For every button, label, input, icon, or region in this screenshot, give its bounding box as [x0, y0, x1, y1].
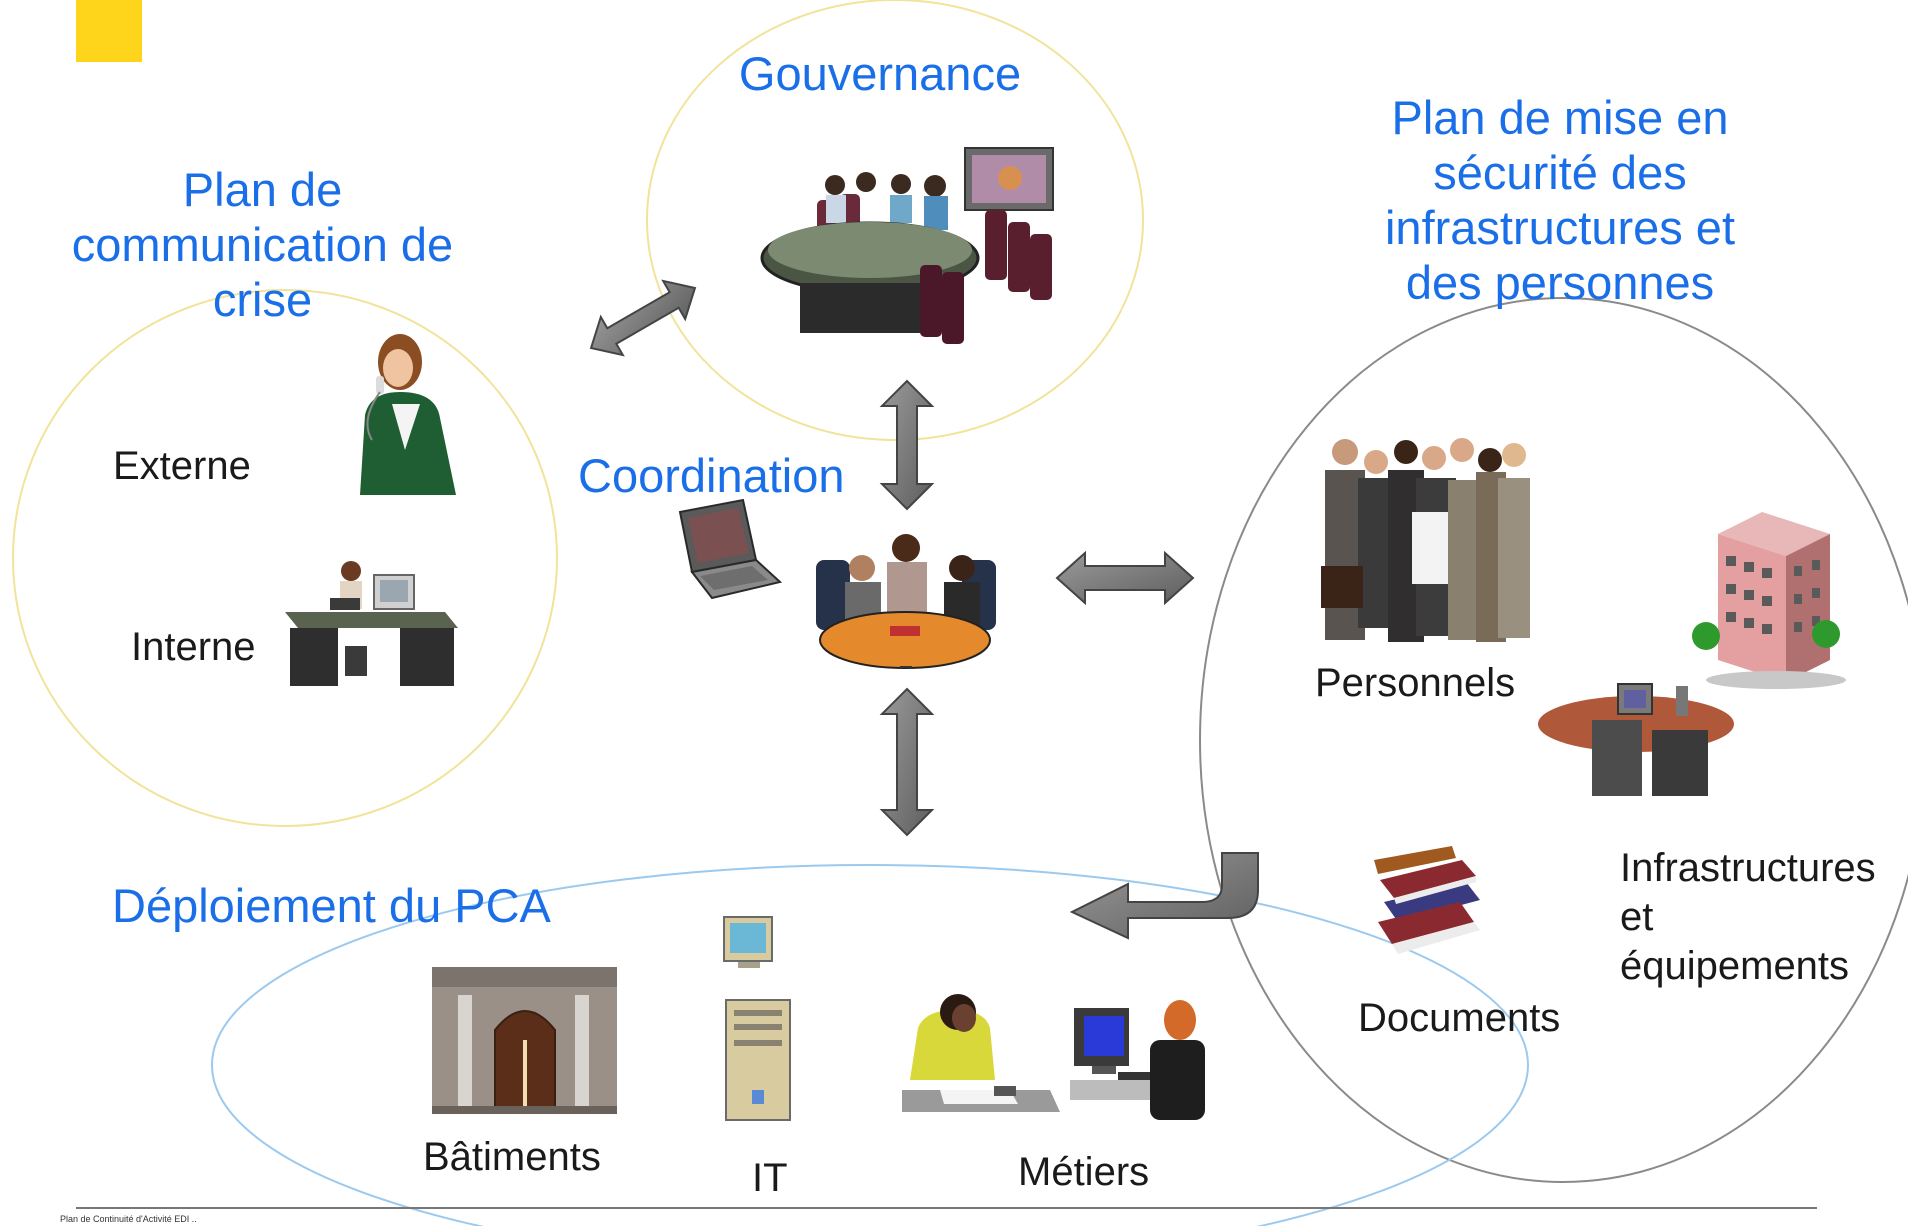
footer-text: Plan de Continuité d'Activité EDI ..	[60, 1214, 197, 1224]
computer-tower-icon	[723, 916, 791, 1121]
externe-label: Externe	[113, 444, 251, 488]
metiers-label: Métiers	[1018, 1150, 1150, 1194]
batiments-label: Bâtiments	[423, 1135, 601, 1179]
communication-title-line: Plan de	[182, 163, 343, 216]
infrastructures-label-line: et	[1620, 895, 1654, 939]
security-title: Plan de mise en sécurité des infrastruct…	[1330, 94, 1790, 306]
security-title-line: sécurité des	[1433, 146, 1687, 199]
double-arrow-vertical-top	[879, 379, 935, 511]
workstation-desk-icon	[1538, 683, 1734, 796]
coordination-title: Coordination	[578, 449, 845, 502]
personnels-label: Personnels	[1315, 661, 1516, 705]
infrastructures-label-line: Infrastructures	[1620, 846, 1876, 890]
documents-label: Documents	[1358, 996, 1561, 1040]
books-icon	[1374, 846, 1480, 954]
double-arrow-horizontal	[1055, 550, 1195, 606]
office-desk-icon	[285, 561, 458, 686]
security-title-line: Plan de mise en	[1391, 91, 1729, 144]
security-circle	[1199, 297, 1908, 1183]
communication-title: Plan de communication de crise	[40, 166, 485, 323]
coordination-meeting-icon	[816, 534, 996, 669]
infrastructures-label: Infrastructures et équipements	[1620, 848, 1876, 986]
it-label: IT	[752, 1156, 788, 1200]
infrastructures-label-line: équipements	[1620, 944, 1850, 988]
communication-title-line: communication de	[71, 218, 454, 271]
business-group-icon	[1321, 438, 1530, 642]
accent-square	[76, 0, 142, 62]
communication-title-line: crise	[212, 273, 313, 326]
curved-arrow	[1069, 852, 1259, 940]
deployment-title: Déploiement du PCA	[112, 879, 551, 932]
security-title-line: des personnes	[1405, 256, 1715, 309]
office-building-icon	[1692, 512, 1846, 689]
security-title-line: infrastructures et	[1384, 201, 1736, 254]
meeting-table-icon	[760, 147, 1054, 344]
governance-title: Gouvernance	[738, 47, 1022, 100]
laptop-icon	[678, 498, 783, 600]
building-facade-icon	[432, 967, 617, 1114]
telephone-woman-icon	[360, 334, 456, 495]
governance-circle	[646, 0, 1144, 441]
double-arrow-diagonal	[589, 279, 697, 357]
computer-worker-icon	[1070, 1000, 1205, 1120]
deployment-ellipse	[211, 864, 1529, 1226]
double-arrow-vertical-bottom	[879, 687, 935, 837]
phone-operator-icon	[902, 994, 1060, 1112]
interne-label: Interne	[131, 625, 256, 669]
communication-circle	[12, 289, 558, 827]
